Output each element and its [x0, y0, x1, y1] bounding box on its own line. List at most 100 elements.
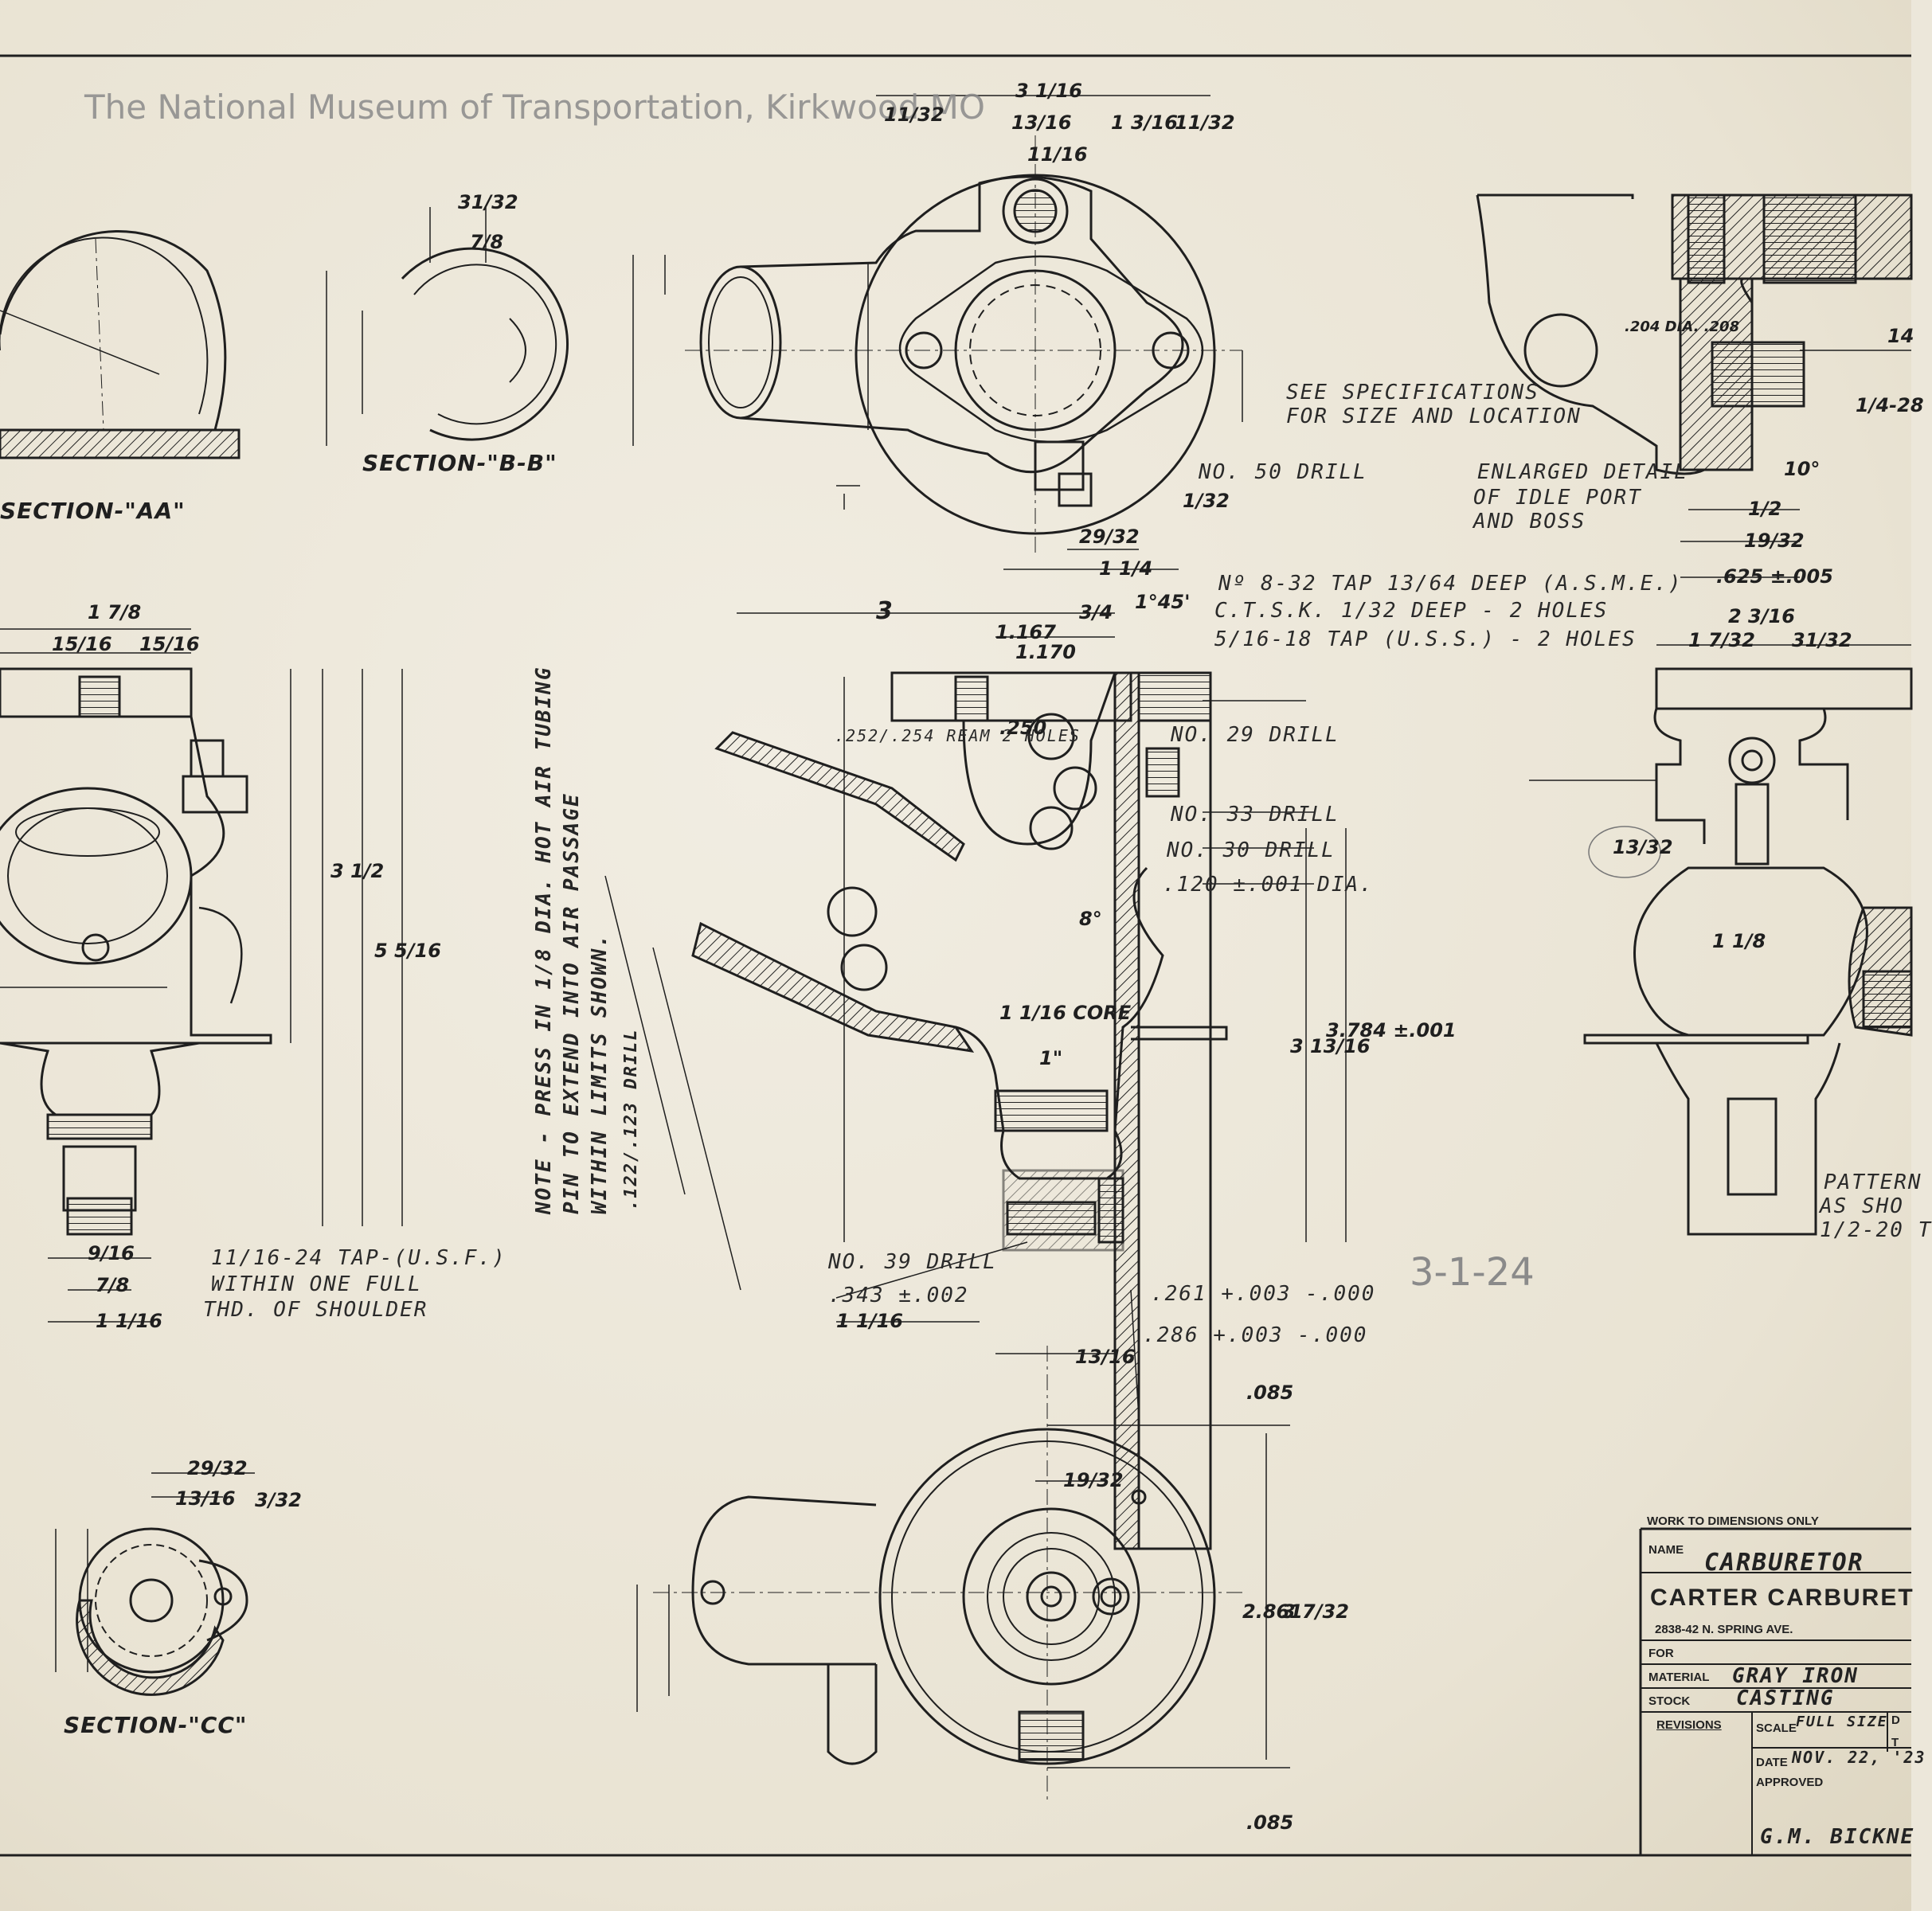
note-pattern-2: AS SHO [1820, 1194, 1904, 1218]
dim-204: .204 DIA. .208 [1625, 318, 1740, 335]
tb-date-label: DATE [1756, 1756, 1788, 1769]
note-detail-2: OF IDLE PORT [1473, 486, 1642, 510]
tb-signature: G.M. BICKNE [1760, 1825, 1915, 1849]
dim-15-16-a: 15/16 [52, 633, 112, 655]
dim-3: 3 [876, 597, 893, 625]
dim-3-1-2: 3 1/2 [330, 860, 385, 882]
dim-1-2: 1/2 [1748, 498, 1782, 520]
note-tap-5-18: 5/16-18 TAP (U.S.S.) - 2 HOLES [1214, 627, 1637, 651]
dim-29-32: 29/32 [1079, 526, 1140, 548]
title-block-frame [1639, 1527, 1911, 1855]
dim-250: .250 [999, 717, 1047, 739]
section-bb-label: SECTION-"B-B" [362, 450, 557, 476]
dim-1-7-32: 1 7/32 [1688, 629, 1755, 651]
note-tap-11-24-2: WITHIN ONE FULL [211, 1272, 422, 1296]
note-dim-343: .343 ±.002 [828, 1284, 969, 1307]
dim-1-1-4: 1 1/4 [1099, 557, 1153, 580]
enlarged-detail-idle-port [1476, 193, 1913, 578]
tb-scale-value: FULL SIZE [1796, 1714, 1888, 1730]
center-main-section [604, 612, 1347, 1550]
right-side-elevation [1529, 644, 1913, 1236]
bottom-plan-view [636, 1346, 1290, 1800]
vertical-drill-note: .122/.123 DRILL [621, 1028, 641, 1210]
dim-8-deg: 8° [1079, 908, 1102, 930]
tb-material-value: GRAY IRON [1732, 1664, 1859, 1688]
note-tap-11-24-1: 11/16-24 TAP-(U.S.F.) [211, 1246, 506, 1270]
vertical-note-3: WITHIN LIMITS SHOWN. [588, 932, 612, 1214]
dim-085-b: .085 [1246, 1811, 1294, 1834]
dim-1-32: 1/32 [1183, 490, 1230, 512]
note-specifications-2: FOR SIZE AND LOCATION [1286, 404, 1582, 428]
section-aa [0, 230, 241, 459]
dim-3-4: 3/4 [1079, 601, 1113, 623]
dim-31-32-b: 31/32 [1792, 629, 1852, 651]
dim-1-1-16: 1 1/16 [96, 1310, 162, 1332]
dim-5-5-16: 5 5/16 [374, 940, 441, 962]
dim-1-45: 1°45' [1135, 591, 1191, 613]
note-dia-120: .120 ±.001 DIA. [1163, 873, 1374, 897]
section-cc [55, 1472, 255, 1696]
top-plan-view [632, 95, 1243, 570]
dim-11-32-b: 11/32 [1175, 111, 1235, 134]
note-ream: .252/.254 REAM 2 HOLES [835, 726, 1081, 745]
dim-3-784: 3.784 ±.001 [1326, 1019, 1457, 1041]
tb-col-d: D [1891, 1714, 1900, 1727]
dim-085-a: .085 [1246, 1381, 1294, 1404]
tb-date-value: NOV. 22, '23 [1792, 1748, 1926, 1767]
tb-work-note: WORK TO DIMENSIONS ONLY [1647, 1514, 1819, 1528]
dim-3-7-32: 3 7/32 [1282, 1600, 1349, 1623]
dim-625: .625 ±.005 [1716, 565, 1833, 588]
tb-approved-label: APPROVED [1756, 1776, 1824, 1789]
dim-9-16: 9/16 [88, 1242, 135, 1264]
tb-address: 2838-42 N. SPRING AVE. [1655, 1623, 1793, 1636]
dim-19-32-b: 19/32 [1063, 1469, 1124, 1491]
section-aa-label: SECTION-"AA" [0, 498, 186, 524]
note-specifications-1: SEE SPECIFICATIONS [1286, 381, 1539, 404]
dim-13-16: 13/16 [1011, 111, 1072, 134]
dim-3-13-16: 3 13/16 [1290, 1035, 1371, 1057]
tb-scale-label: SCALE [1756, 1721, 1797, 1735]
dim-1-7-8: 1 7/8 [88, 601, 142, 623]
dim-2-861: 2.861 [1242, 1600, 1303, 1623]
tb-material-label: MATERIAL [1648, 1671, 1710, 1684]
dim-3-1-16: 3 1/16 [1015, 80, 1082, 102]
dim-1-4-28: 1/4-28 [1856, 394, 1924, 416]
dim-1-1-8: 1 1/8 [1712, 930, 1766, 952]
dim-29-32-b: 29/32 [187, 1457, 248, 1479]
section-bb [326, 207, 569, 446]
vertical-note-1: NOTE - PRESS IN 1/8 DIA. HOT AIR TUBING [532, 666, 556, 1214]
dim-1-170: 1.170 [1015, 641, 1076, 663]
note-tap-11-24-3: THD. OF SHOULDER [203, 1298, 428, 1322]
note-ctsk: C.T.S.K. 1/32 DEEP - 2 HOLES [1214, 599, 1609, 623]
dim-14: 14 [1887, 325, 1914, 347]
dim-19-32: 19/32 [1744, 530, 1805, 552]
tb-revisions-label: REVISIONS [1656, 1718, 1722, 1732]
note-pattern-3: 1/2-20 T [1820, 1218, 1932, 1242]
note-drill-50: NO. 50 DRILL [1199, 460, 1367, 484]
note-tap-8-32: Nº 8-32 TAP 13/64 DEEP (A.S.M.E.) [1218, 572, 1683, 596]
tb-name-value: CARBURETOR [1704, 1549, 1864, 1577]
section-cc-label: SECTION-"CC" [64, 1712, 248, 1738]
tb-stock-value: CASTING [1736, 1686, 1835, 1710]
note-detail-1: ENLARGED DETAIL [1477, 460, 1688, 484]
pencil-date: 3-1-24 [1410, 1250, 1535, 1295]
tb-name-label: NAME [1648, 1543, 1684, 1557]
left-front-elevation [0, 628, 403, 1323]
note-pattern-1: PATTERN [1824, 1170, 1922, 1194]
dim-7-8: 7/8 [470, 231, 504, 253]
dim-13-16-c: 13/16 [175, 1487, 236, 1510]
note-dim-286: .286 +.003 -.000 [1143, 1323, 1368, 1347]
note-drill-33: NO. 33 DRILL [1171, 803, 1339, 827]
dim-2-3-16: 2 3/16 [1728, 605, 1795, 627]
dim-11-32-a: 11/32 [884, 104, 944, 126]
dim-3-32: 3/32 [255, 1489, 302, 1511]
dim-13-32: 13/32 [1613, 836, 1673, 858]
vertical-note-2: PIN TO EXTEND INTO AIR PASSAGE [560, 792, 584, 1214]
note-drill-30: NO. 30 DRILL [1167, 838, 1336, 862]
dim-13-16-b: 13/16 [1075, 1346, 1136, 1368]
note-drill-29: NO. 29 DRILL [1171, 723, 1339, 747]
tb-col-t: T [1891, 1736, 1899, 1749]
museum-watermark: The National Museum of Transportation, K… [84, 88, 985, 127]
dim-11-16: 11/16 [1027, 143, 1088, 166]
